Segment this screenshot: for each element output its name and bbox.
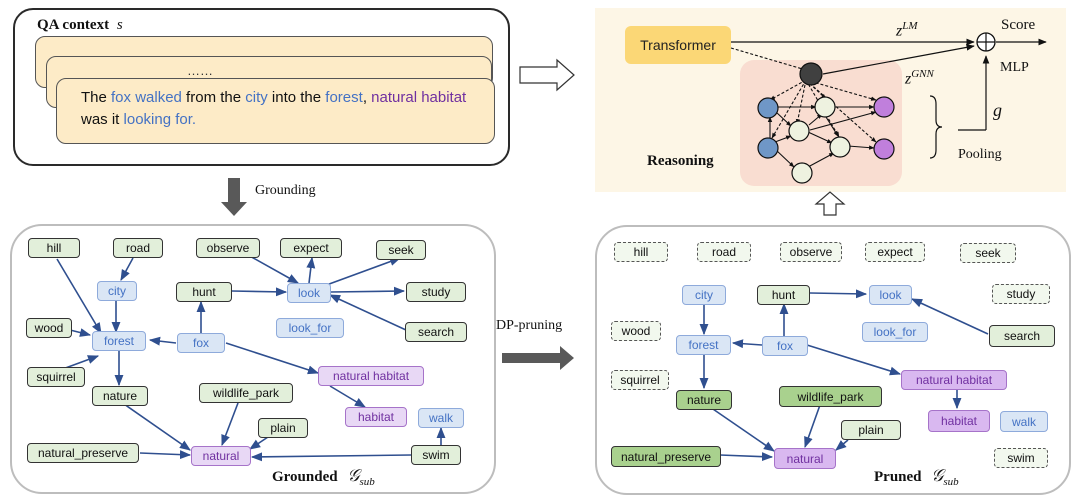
- gnn-node-b: [788, 120, 810, 142]
- pruned-caption: Pruned 𝒢sub: [874, 466, 959, 488]
- grounding-arrow: [221, 178, 247, 216]
- grounded-node-plain: plain: [258, 418, 308, 438]
- grounded-node-road: road: [113, 238, 163, 258]
- gnn-answer-node-2: [873, 138, 895, 160]
- pooling-label: Pooling: [958, 147, 1002, 162]
- pruned-caption-symbol: 𝒢: [931, 466, 944, 485]
- pruned-node-walk: walk: [1000, 411, 1048, 432]
- grounded-node-natural-habitat: natural habitat: [318, 366, 424, 386]
- reasoning-gnn-area: [740, 60, 902, 186]
- pruned-node-squirrel: squirrel: [611, 370, 669, 390]
- pruned-node-fox: fox: [762, 336, 808, 356]
- gnn-node-c: [829, 136, 851, 158]
- ellipsis: ……: [187, 63, 213, 78]
- grounded-node-forest: forest: [92, 331, 146, 351]
- sentence-part: ,: [362, 89, 372, 106]
- pruned-node-search: search: [989, 325, 1055, 347]
- sentence-part: fox walked: [111, 89, 182, 106]
- gnn-node-a: [814, 96, 836, 118]
- z-lm-label: zLM: [896, 20, 918, 40]
- grounded-caption: Grounded 𝒢sub: [272, 466, 375, 488]
- pruned-node-look-for: look_for: [862, 322, 928, 342]
- pruned-node-city: city: [682, 285, 726, 305]
- transformer-box: Transformer: [625, 26, 731, 64]
- reasoning-connectors: [731, 38, 1047, 159]
- gnn-answer-node-1: [873, 96, 895, 118]
- hollow-arrow-right: [519, 58, 575, 92]
- grounded-node-hunt: hunt: [176, 282, 232, 302]
- grounded-node-habitat: habitat: [345, 407, 407, 427]
- grounded-node-city: city: [97, 281, 137, 301]
- grounded-node-observe: observe: [196, 238, 260, 258]
- grounded-node-seek: seek: [376, 240, 426, 260]
- pruned-node-road: road: [697, 242, 751, 262]
- pruned-node-plain: plain: [841, 420, 901, 440]
- pruned-node-natural-habitat: natural habitat: [901, 370, 1007, 390]
- grounded-node-look: look: [287, 283, 331, 303]
- grounded-node-wood: wood: [26, 318, 72, 338]
- pruned-node-nature: nature: [676, 390, 732, 410]
- context-card-front: The fox walked from the city into the fo…: [56, 78, 495, 144]
- gnn-node-d: [791, 162, 813, 184]
- gnn-question-node-1: [757, 97, 779, 119]
- pruned-node-wildlife-park: wildlife_park: [779, 386, 882, 407]
- pruned-node-expect: expect: [865, 242, 925, 262]
- sentence-part: from the: [181, 89, 246, 106]
- context-sentence: The fox walked from the city into the fo…: [81, 87, 481, 131]
- pruned-node-look: look: [869, 285, 912, 305]
- hollow-arrow-up: [814, 191, 846, 216]
- pruned-node-hill: hill: [614, 242, 668, 262]
- dp-pruning-arrow: [502, 346, 574, 370]
- grounded-node-fox: fox: [177, 333, 225, 353]
- pruned-node-swim: swim: [994, 448, 1048, 468]
- gnn-question-node-2: [757, 137, 779, 159]
- grounded-node-squirrel: squirrel: [27, 367, 85, 387]
- grounded-node-natural: natural: [191, 446, 251, 466]
- sentence-part: city: [245, 89, 268, 106]
- pruned-node-seek: seek: [960, 243, 1016, 263]
- grounded-node-expect: expect: [280, 238, 342, 258]
- grounded-node-search: search: [405, 322, 467, 342]
- grounded-node-study: study: [406, 282, 466, 302]
- sentence-part: looking for.: [123, 111, 197, 128]
- g-label: g: [993, 100, 1002, 120]
- pruned-node-forest: forest: [676, 335, 731, 355]
- grounded-caption-symbol: 𝒢: [347, 466, 360, 485]
- grounded-node-nature: nature: [92, 386, 148, 406]
- grounded-node-natural-preserve: natural_preserve: [27, 443, 139, 463]
- grounded-node-wildlife-park: wildlife_park: [199, 383, 293, 403]
- grounded-node-look-for: look_for: [276, 318, 344, 338]
- dp-pruning-label: DP-pruning: [496, 318, 563, 333]
- gnn-nodes: [757, 62, 895, 184]
- pruned-node-wood: wood: [611, 321, 661, 341]
- sentence-part: into the: [267, 89, 326, 106]
- sentence-part: The: [81, 89, 112, 106]
- grounding-label: Grounding: [255, 183, 316, 198]
- qa-context-symbol: s: [116, 17, 123, 33]
- pruned-edges: [699, 289, 989, 462]
- pruned-node-observe: observe: [780, 242, 842, 262]
- grounded-node-hill: hill: [28, 238, 80, 258]
- qa-context-panel: QA context s …… The fox walked from the …: [13, 8, 510, 166]
- qa-context-title: QA context s: [37, 17, 123, 33]
- gnn-context-node: [799, 62, 823, 86]
- pruned-node-natural-preserve: natural_preserve: [611, 446, 721, 467]
- reasoning-label: Reasoning: [647, 153, 714, 169]
- pruned-node-study: study: [992, 284, 1050, 304]
- sentence-part: natural habitat: [371, 89, 467, 106]
- z-gnn-label: zGNN: [905, 68, 934, 88]
- pruned-node-natural: natural: [774, 448, 836, 469]
- pruned-node-habitat: habitat: [928, 410, 990, 432]
- grounded-edges: [56, 254, 446, 462]
- pruned-node-hunt: hunt: [757, 285, 810, 305]
- mlp-label: MLP: [1000, 60, 1029, 75]
- grounded-node-walk: walk: [418, 408, 464, 428]
- score-label: Score: [1001, 17, 1036, 33]
- grounded-node-swim: swim: [411, 445, 461, 465]
- sentence-part: forest: [325, 89, 363, 106]
- sentence-part: was it: [81, 111, 124, 128]
